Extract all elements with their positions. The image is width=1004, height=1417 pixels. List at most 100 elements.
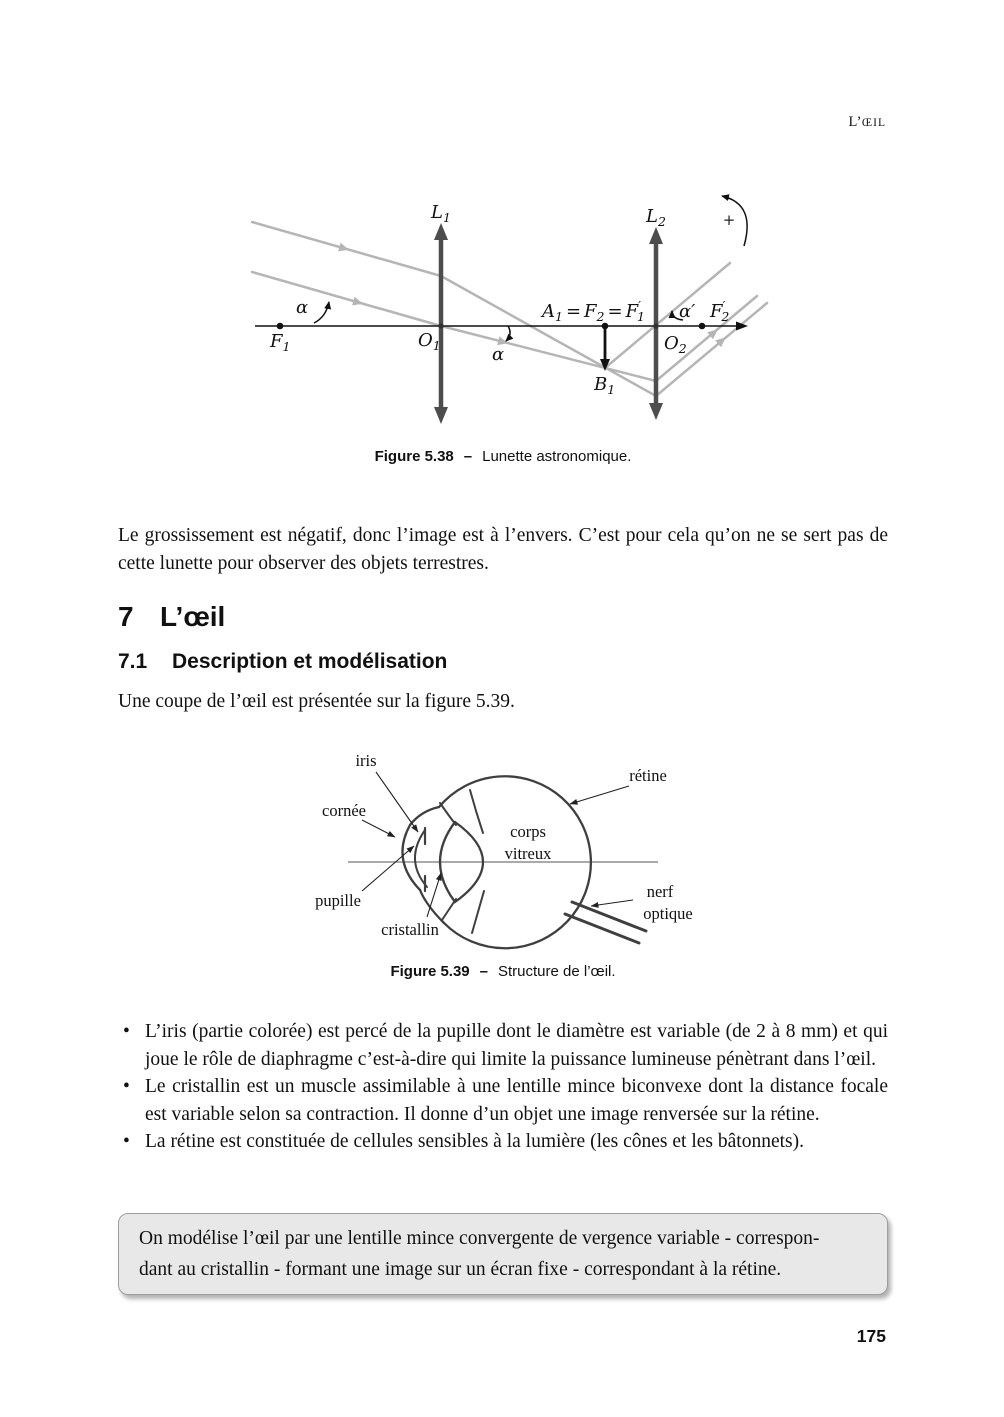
figure-539-caption-text: Structure de l’œil.	[498, 963, 616, 980]
ray-arrowhead	[707, 329, 718, 340]
label-a1-sub: 1	[555, 309, 563, 324]
eyeball-outline	[437, 775, 592, 950]
label-alpha-axis: α	[492, 344, 504, 365]
figure-538-caption-dash: –	[463, 448, 473, 465]
bullet-list: L’iris (partie colorée) est percé de la …	[118, 1018, 888, 1156]
point-o1	[438, 323, 444, 329]
label-alpha: α	[296, 297, 308, 318]
running-header-prefix: L’	[848, 114, 862, 130]
label-b1-sub: 1	[607, 382, 615, 397]
label-optique: optique	[643, 904, 693, 923]
alpha-axis-arc	[505, 325, 514, 342]
label-o2-main: O	[664, 333, 679, 354]
label-l2: L2	[645, 206, 666, 229]
alpha-arc	[313, 301, 332, 324]
lens-l2-bottom-arrowhead	[649, 403, 663, 420]
label-plus-orientation: +	[723, 211, 736, 229]
label-l1-main: L	[430, 202, 443, 223]
ray-o1-to-lens2	[439, 324, 658, 383]
cornea-arc	[401, 823, 422, 892]
heading-7-1-title: Description et modélisation	[172, 650, 448, 673]
point-f2-prime	[698, 322, 706, 330]
note-box: On modélise l’œil par une lentille mince…	[118, 1213, 888, 1295]
lens-l1-top-arrowhead	[434, 223, 448, 240]
label-cornee: cornée	[322, 801, 366, 820]
page-number: 175	[856, 1326, 886, 1346]
eyeball-to-cornea-top	[408, 805, 441, 827]
bullet-item-iris: L’iris (partie colorée) est percé de la …	[118, 1018, 888, 1073]
ray-arrowhead	[497, 336, 508, 346]
point-a1	[601, 322, 609, 330]
ray-arrowhead	[352, 296, 363, 306]
ray-b1-o2-extension	[603, 261, 732, 370]
label-b1-main: B	[593, 374, 607, 395]
label-iris: iris	[355, 751, 376, 770]
label-o2-sub: 2	[678, 341, 687, 356]
label-f2: F	[583, 301, 598, 322]
label-o1: O1	[418, 330, 441, 353]
angle-arrows	[313, 194, 748, 342]
figure-538-caption-label: Figure 5.38	[374, 448, 454, 465]
figure-539-caption-label: Figure 5.39	[390, 963, 470, 980]
label-cristallin: cristallin	[381, 920, 439, 939]
pupille-arrow	[361, 845, 415, 892]
heading-7-1-number: 7.1	[118, 650, 148, 673]
eyeball-to-cornea-bottom	[418, 888, 446, 925]
label-f1-main: F	[269, 331, 284, 352]
label-nerf: nerf	[647, 882, 674, 901]
iris-arc	[414, 829, 428, 888]
label-l2-sub: 2	[657, 214, 666, 229]
iris-arrow	[375, 771, 419, 833]
paragraph-grossissement: Le grossissement est négatif, donc l’ima…	[118, 525, 888, 574]
ciliary-arc-top-1	[439, 802, 457, 826]
ray-refracted-upper	[439, 274, 658, 398]
label-retine: rétine	[629, 766, 667, 785]
positive-orientation-arc	[721, 194, 748, 247]
label-a1-f2-f1p: A1=F2=F′1	[540, 298, 645, 324]
label-corps: corps	[510, 822, 546, 841]
label-eq1: =	[566, 301, 581, 322]
ray-exit-1	[654, 294, 759, 383]
point-o2	[653, 323, 659, 329]
label-f1: F1	[269, 331, 290, 354]
figure-538-caption: Figure 5.38–Lunette astronomique.	[118, 448, 888, 465]
optic-nerve-line-2	[563, 912, 641, 945]
label-alpha-prime: α′	[679, 301, 695, 322]
running-header: L’ŒIL	[849, 113, 886, 131]
image-arrowhead	[600, 359, 610, 371]
label-vitreux: vitreux	[505, 844, 552, 863]
nerf-optique-arrow	[590, 899, 634, 908]
label-f2-sub: 2	[596, 309, 605, 324]
label-f1-sub: 1	[283, 339, 291, 354]
note-box-line-2: dant au cristallin - formant une image s…	[139, 1259, 782, 1280]
optical-axis-arrowhead	[736, 321, 748, 331]
figure-539-caption: Figure 5.39–Structure de l’œil.	[118, 963, 888, 980]
lens-l1-bottom-arrowhead	[434, 407, 448, 424]
ciliary-arc-bottom-2	[471, 890, 485, 934]
image-arrow-a1b1	[600, 328, 610, 371]
label-a1: A	[540, 301, 555, 322]
ray-arrowhead	[715, 337, 726, 348]
ray-arrowheads	[338, 242, 726, 348]
label-o1-sub: 1	[433, 338, 441, 353]
label-l1: L1	[430, 202, 451, 225]
optic-nerve-line-1	[570, 900, 648, 933]
figure-539-caption-dash: –	[479, 963, 488, 980]
bullet-item-retine: La rétine est constituée de cellules sen…	[118, 1128, 888, 1156]
lens-l2-top-arrowhead	[649, 227, 663, 244]
figure-538-caption-text: Lunette astronomique.	[482, 448, 632, 465]
ciliary-arc-top-2	[469, 789, 484, 834]
ray-incoming-lower	[250, 270, 443, 328]
running-header-caps: ŒIL	[861, 117, 886, 129]
label-f2p-main: F	[709, 301, 724, 322]
label-o2: O2	[664, 333, 687, 356]
paragraph-coupe-oeil: Une coupe de l’œil est présentée sur la …	[118, 691, 515, 712]
label-f2-prime: F′2	[709, 298, 729, 324]
label-f1p: F	[625, 301, 640, 322]
figure-telescope-diagram: L1 L2 F1 O1 O2 α α α′ A1=F2=F′1 B1 F′2 +	[250, 194, 769, 424]
label-f2p-prime: ′	[723, 298, 726, 313]
ciliary-arc-bottom-1	[441, 898, 457, 921]
label-b1: B1	[593, 374, 615, 397]
heading-7-number: 7	[118, 601, 134, 632]
